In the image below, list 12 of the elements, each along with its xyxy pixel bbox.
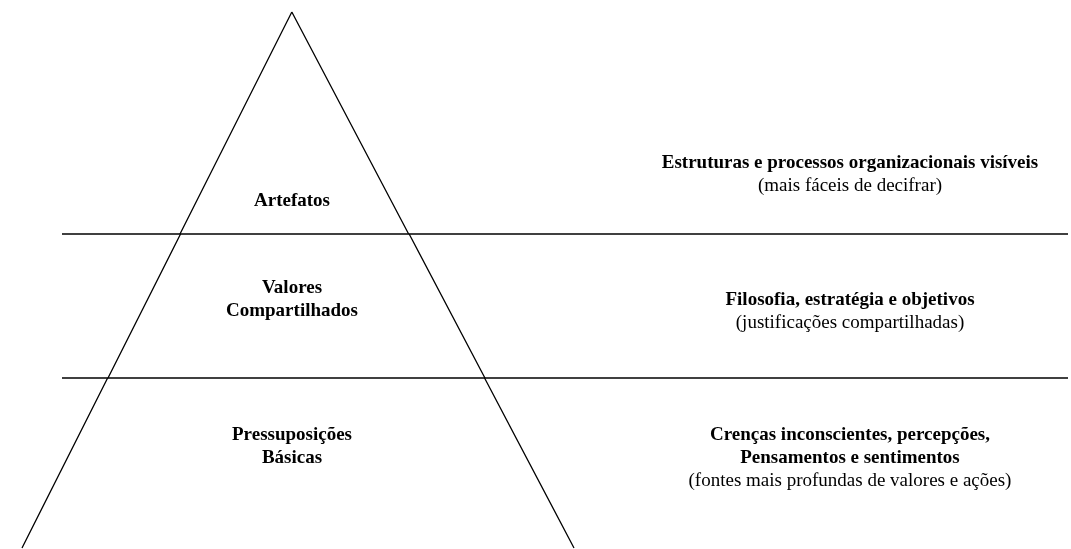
layer-description: Crenças inconscientes, percepções, Pensamentos e sentimentos: [709, 422, 991, 468]
layer-label: Artefatos: [254, 188, 330, 211]
layer-description: Filosofia, estratégia e objetivos: [724, 287, 976, 310]
pyramid-layer: [180, 12, 409, 234]
layer-note: (fontes mais profundas de valores e ações): [687, 468, 1013, 491]
pyramid-layer: [107, 234, 485, 378]
layer-note: (mais fáceis de decifrar): [756, 173, 944, 196]
layer-note: (justificações compartilhadas): [734, 310, 966, 333]
layer-label: Valores Compartilhados: [225, 275, 359, 321]
layer-label: Pressuposições Básicas: [231, 422, 353, 468]
layer-description: Estruturas e processos organizacionais visíveis: [660, 150, 1040, 173]
pyramid-layer: [22, 378, 574, 548]
